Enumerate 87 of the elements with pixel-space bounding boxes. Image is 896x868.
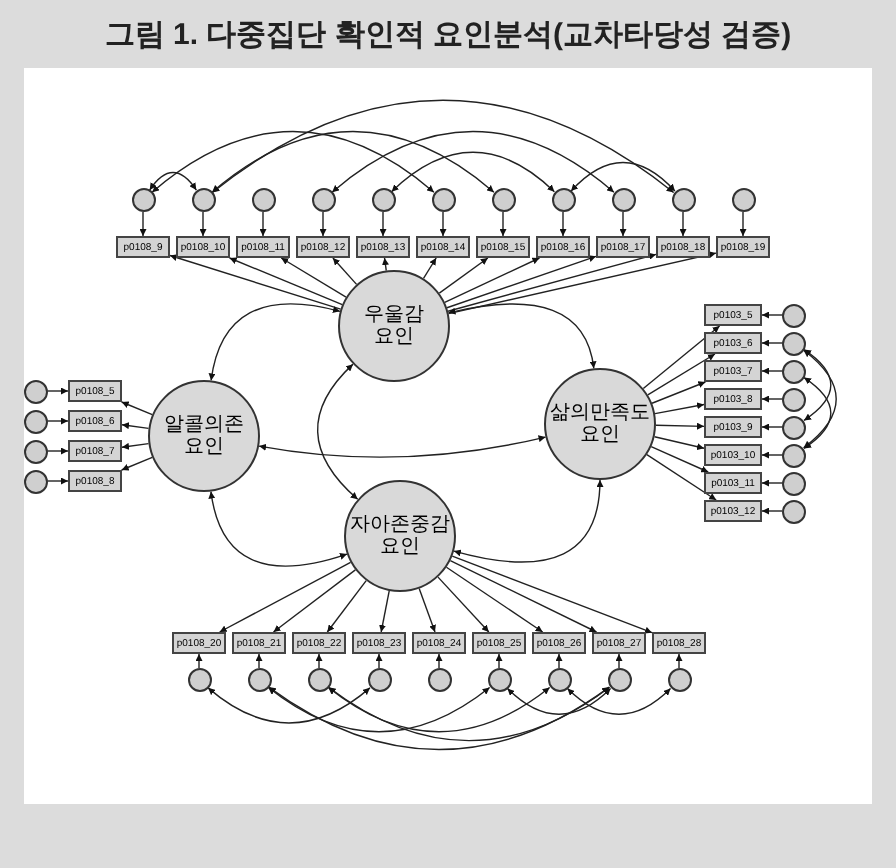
path-arrow <box>654 402 705 415</box>
path-arrow <box>199 211 207 237</box>
path-arrow <box>382 257 389 272</box>
covariance-arrow <box>803 376 832 450</box>
path-arrow <box>739 211 747 237</box>
path-arrow <box>761 479 783 487</box>
covariance-arrow <box>566 687 672 715</box>
path-arrow <box>47 447 69 455</box>
path-arrow <box>169 254 342 310</box>
path-arrow <box>650 446 709 473</box>
path-arrow <box>319 211 327 237</box>
path-arrow <box>47 417 69 425</box>
path-arrow <box>120 456 153 471</box>
path-arrow <box>761 311 783 319</box>
path-arrow <box>47 387 69 395</box>
path-arrow <box>447 252 657 312</box>
covariance-arrow <box>208 303 341 382</box>
path-arrow <box>495 653 503 669</box>
path-arrow <box>653 436 705 451</box>
path-arrow <box>446 255 597 309</box>
path-arrow <box>437 576 490 633</box>
path-arrow <box>761 423 783 431</box>
path-arrow <box>379 211 387 237</box>
covariance-arrow <box>447 303 596 370</box>
path-arrow <box>326 579 367 633</box>
path-arrow <box>315 653 323 669</box>
path-arrow <box>47 477 69 485</box>
path-arrow <box>761 367 783 375</box>
path-arrow <box>332 257 358 286</box>
path-arrow <box>647 353 716 396</box>
path-arrow <box>642 325 721 390</box>
path-arrow <box>444 257 541 303</box>
path-arrow <box>120 401 153 416</box>
path-arrow <box>375 653 383 669</box>
path-arrow <box>761 451 783 459</box>
covariance-arrow <box>453 479 604 563</box>
path-arrow <box>675 653 683 669</box>
covariance-arrow <box>208 490 348 567</box>
path-arrow <box>451 555 653 634</box>
path-arrow <box>438 257 489 294</box>
covariance-arrow <box>570 161 676 192</box>
path-arrow <box>445 566 544 633</box>
path-arrow <box>499 211 507 237</box>
path-arrow <box>228 257 343 306</box>
path-arrow <box>615 653 623 669</box>
path-arrow <box>418 587 436 633</box>
path-arrow <box>655 422 705 430</box>
path-arrow <box>555 653 563 669</box>
covariance-arrow <box>506 687 612 715</box>
path-arrow <box>761 395 783 403</box>
covariance-arrow <box>258 435 547 458</box>
covariance-arrow <box>211 99 675 194</box>
path-arrow <box>761 507 783 515</box>
path-arrow <box>646 453 717 501</box>
path-arrow <box>651 381 707 404</box>
path-arrow <box>435 653 443 669</box>
path-arrow <box>379 590 390 633</box>
path-arrow <box>195 653 203 669</box>
covariance-arrow <box>803 348 832 422</box>
covariance-arrow <box>207 687 371 724</box>
path-arrow <box>619 211 627 237</box>
covariance-arrow <box>327 686 551 733</box>
path-arrow <box>121 422 150 430</box>
path-arrow <box>449 559 598 633</box>
path-arrow <box>447 251 717 315</box>
path-arrow <box>272 569 357 633</box>
covariance-arrow <box>268 686 611 751</box>
path-arrow <box>761 339 783 347</box>
covariance-arrow <box>802 349 837 449</box>
covariance-arrow <box>316 363 359 500</box>
covariance-arrow <box>331 130 615 193</box>
covariance-arrow <box>390 151 556 193</box>
path-arrow <box>255 653 263 669</box>
path-arrow <box>559 211 567 237</box>
path-arrow <box>422 257 437 280</box>
covariance-arrow <box>148 171 198 191</box>
path-arrow <box>139 211 147 237</box>
covariance-arrow <box>211 130 495 193</box>
path-arrow <box>280 257 347 298</box>
path-arrow <box>259 211 267 237</box>
covariance-arrow <box>267 686 491 733</box>
path-arrow <box>439 211 447 237</box>
path-arrow <box>679 211 687 237</box>
path-arrow <box>121 442 150 450</box>
path-arrow <box>218 561 352 633</box>
covariance-arrow <box>151 130 435 193</box>
figure-title: 그림 1. 다중집단 확인적 요인분석(교차타당성 검증) <box>102 16 794 54</box>
